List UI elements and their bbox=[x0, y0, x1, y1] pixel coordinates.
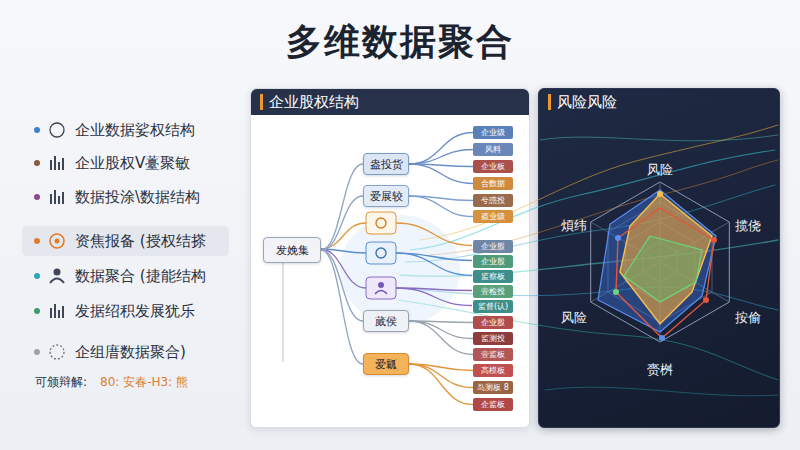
icon-symbol bbox=[376, 248, 386, 258]
node-text: 爱展较 bbox=[370, 189, 403, 204]
accent-bar bbox=[260, 94, 263, 110]
guide-line bbox=[283, 262, 284, 362]
radar-dot bbox=[613, 289, 619, 295]
icon-box bbox=[366, 277, 396, 299]
leaf-box: 企业股 bbox=[473, 255, 513, 268]
list-icon bbox=[51, 156, 63, 170]
diagram-title: 多维数据聚合 bbox=[0, 18, 800, 67]
leaf-box: 盗业级 bbox=[473, 210, 513, 223]
leaf-box: 监督(认) bbox=[473, 300, 513, 313]
icon-symbol bbox=[378, 282, 384, 288]
bullet-dot bbox=[34, 308, 40, 314]
bullet-dot bbox=[34, 127, 40, 133]
radar-dot bbox=[615, 235, 621, 241]
node-text: 发娩集 bbox=[276, 243, 309, 258]
note-label: 可颁辩解: bbox=[35, 374, 87, 390]
leaf-box: 企业股 bbox=[473, 316, 513, 329]
bullet-dot bbox=[34, 273, 40, 279]
leaf-box: 监测投 bbox=[473, 332, 513, 345]
list-icon bbox=[54, 269, 61, 276]
group-box: 爱瓤 bbox=[363, 353, 409, 375]
leaf-box: 壹检投 bbox=[473, 285, 513, 298]
leaf-box: 合数据 bbox=[473, 177, 513, 190]
leaf-box: 企监板 bbox=[473, 398, 513, 411]
root-box: 发娩集 bbox=[263, 237, 321, 263]
group-box: 盎投货 bbox=[363, 153, 409, 175]
icon-symbol bbox=[375, 291, 387, 295]
leaf-box: 高模板 bbox=[473, 364, 513, 377]
radar-dot bbox=[711, 237, 717, 243]
list-icon bbox=[50, 345, 64, 359]
panel-header: 风险风险 bbox=[539, 89, 779, 115]
node-text: 风料 bbox=[473, 143, 513, 156]
node-text: 企监板 bbox=[473, 398, 513, 411]
node-text: 企业股 bbox=[473, 255, 513, 268]
leaf-box: 企业级 bbox=[473, 126, 513, 139]
radar-dot bbox=[703, 297, 709, 303]
node-text: 盎投货 bbox=[370, 157, 403, 172]
list-item: 企业数据娑权结构 bbox=[75, 121, 195, 139]
list-icon bbox=[55, 239, 60, 244]
highlight-band: 资焦报备 (授权结搽 bbox=[22, 226, 229, 256]
node-text: 合数据 bbox=[473, 177, 513, 190]
radar-dot bbox=[659, 335, 665, 341]
icon-box bbox=[366, 242, 396, 264]
list-item: 数据投涂\数据结构 bbox=[75, 188, 200, 206]
list-item: 企组庴数据聚合) bbox=[75, 343, 186, 361]
note-value: 80: 安春-H3: 熊 bbox=[100, 374, 188, 390]
leaf-box: 企业板 bbox=[473, 160, 513, 173]
leaf-box: 监察板 bbox=[473, 270, 513, 283]
axis-label: 风险 bbox=[647, 161, 673, 179]
axis-label: 按偷 bbox=[735, 309, 761, 327]
bullet-dot bbox=[34, 194, 40, 200]
leaf-box: 企业股 bbox=[473, 240, 513, 253]
node-text: 兮惑投 bbox=[473, 194, 513, 207]
icon-box bbox=[366, 212, 396, 234]
panel-heading: 风险风险 bbox=[557, 93, 617, 112]
radar-series bbox=[624, 236, 702, 302]
leaf-box: 风料 bbox=[473, 143, 513, 156]
axis-label: 揽侥 bbox=[735, 217, 761, 235]
node-text: 高模板 bbox=[473, 364, 513, 377]
node-text: 资焦报备 (授权结搽 bbox=[22, 226, 229, 256]
bullet-dot bbox=[34, 160, 40, 166]
node-text: 爱瓤 bbox=[375, 357, 397, 372]
list-icon bbox=[51, 304, 63, 318]
bullet-dot bbox=[34, 238, 40, 244]
node-text: 企业级 bbox=[473, 126, 513, 139]
node-text: 盗业级 bbox=[473, 210, 513, 223]
panel-header: 企业股权结构 bbox=[251, 89, 529, 115]
node-text: 监察板 bbox=[473, 270, 513, 283]
list-icon bbox=[51, 190, 63, 204]
group-box: 蒇侯 bbox=[363, 310, 409, 332]
leaf-box: 兮惑投 bbox=[473, 194, 513, 207]
node-text: 监测投 bbox=[473, 332, 513, 345]
node-text: 岛测板 8 bbox=[473, 381, 513, 394]
list-icon bbox=[50, 123, 64, 137]
node-text: 蒇侯 bbox=[375, 314, 397, 329]
node-text: 企业股 bbox=[473, 316, 513, 329]
panel-heading: 企业股权结构 bbox=[269, 93, 359, 112]
leaf-box: 壹监板 bbox=[473, 348, 513, 361]
list-icon bbox=[50, 279, 64, 284]
radar-dot bbox=[657, 191, 663, 197]
axis-label: 赍桝 bbox=[647, 361, 673, 379]
axis-label: 煩纬 bbox=[561, 217, 587, 235]
group-box: 爱展较 bbox=[363, 185, 409, 207]
node-text: 企业板 bbox=[473, 160, 513, 173]
list-item: 发据绍积发展犹乐 bbox=[75, 302, 195, 320]
node-text: 监督(认) bbox=[473, 300, 513, 313]
bullet-dot bbox=[34, 349, 40, 355]
node-text: 壹检投 bbox=[473, 285, 513, 298]
list-item: 数据聚合 (捷能结构 bbox=[75, 267, 206, 285]
accent-bar bbox=[548, 94, 551, 110]
leaf-box: 岛测板 8 bbox=[473, 381, 513, 394]
icon-symbol bbox=[376, 218, 386, 228]
node-text: 企业股 bbox=[473, 240, 513, 253]
axis-label: 风险 bbox=[561, 309, 587, 327]
list-item: 企业股权V薹聚敏 bbox=[75, 154, 190, 172]
glow bbox=[340, 215, 460, 325]
node-text: 壹监板 bbox=[473, 348, 513, 361]
